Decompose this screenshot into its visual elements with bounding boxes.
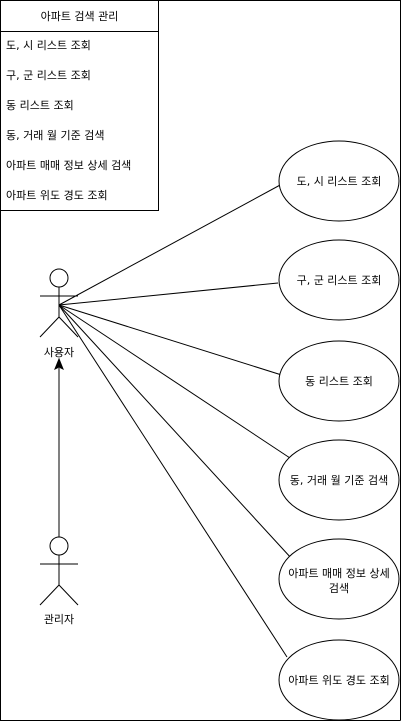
use-case-label: 동, 거래 월 기준 검색: [290, 474, 388, 487]
use-case-1: 도, 시 리스트 조회: [278, 140, 400, 222]
association-line: [58, 304, 289, 378]
association-line: [58, 282, 279, 306]
class-operation: 아파트 위도 경도 조회: [6, 189, 108, 202]
use-case-label: 아파트 매매 정보 상세: [288, 567, 390, 580]
class-box-title: 아파트 검색 관리: [41, 10, 119, 23]
use-case-label: 구, 군 리스트 조회: [297, 274, 382, 287]
association-line: [58, 183, 283, 306]
association-line: [58, 304, 293, 560]
use-case-label: 도, 시 리스트 조회: [297, 175, 382, 188]
use-case-label: 아파트 위도 경도 조회: [288, 674, 390, 687]
user-actor: [39, 268, 79, 338]
user-actor-label: 사용자: [44, 346, 74, 359]
use-case-6: 아파트 위도 경도 조회: [278, 639, 400, 721]
use-case-4: 동, 거래 월 기준 검색: [278, 439, 400, 521]
admin-actor: [39, 536, 79, 606]
association-line: [58, 304, 294, 461]
class-box: 아파트 검색 관리 도, 시 리스트 조회 구, 군 리스트 조회 동 리스트 …: [0, 0, 159, 211]
association-line: [58, 304, 288, 658]
use-case-2: 구, 군 리스트 조회: [278, 239, 400, 321]
class-operation: 동, 거래 월 기준 검색: [6, 129, 104, 142]
admin-actor-label: 관리자: [44, 613, 74, 626]
use-case-label: 동 리스트 조회: [305, 375, 373, 388]
associations: [58, 183, 294, 658]
user-actor-head: [49, 268, 69, 288]
generalization-arrow: [54, 357, 64, 538]
use-case-label: 검색: [329, 582, 349, 595]
class-operation: 동 리스트 조회: [6, 99, 74, 112]
class-operation: 아파트 매매 정보 상세 검색: [6, 159, 131, 172]
admin-actor-head: [49, 536, 69, 556]
class-operation: 구, 군 리스트 조회: [6, 69, 91, 82]
use-case-5: 아파트 매매 정보 상세 검색: [278, 538, 400, 620]
use-case-3: 동 리스트 조회: [278, 340, 400, 422]
class-operation: 도, 시 리스트 조회: [6, 39, 91, 52]
